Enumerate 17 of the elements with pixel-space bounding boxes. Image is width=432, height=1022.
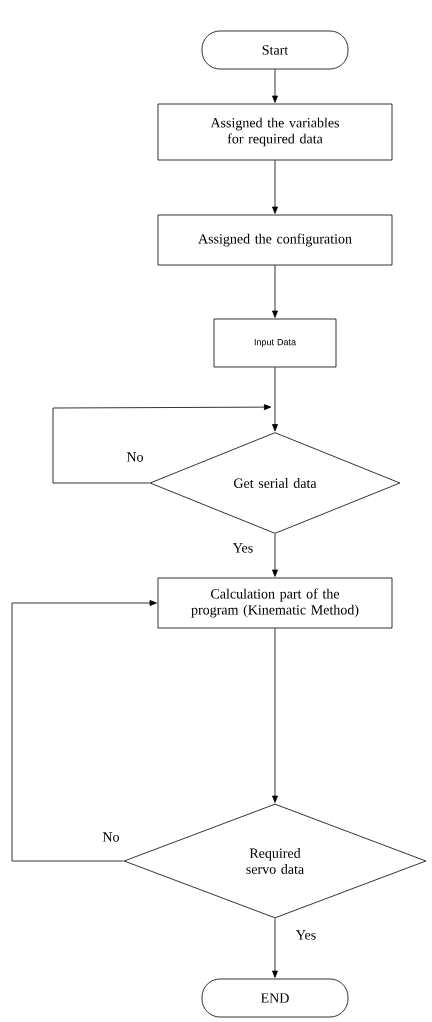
arrow [272,533,278,577]
edge-label: No [125,451,145,463]
arrow [11,600,157,862]
process-box: Assigned the configuration [157,214,393,266]
edge-label: No [101,831,121,843]
arrow [272,69,278,103]
edge-label: Yes [231,542,255,554]
arrow [52,404,272,484]
process-box: Input Data [213,318,337,368]
arrow [272,160,278,214]
edge-label: Yes [294,929,318,941]
arrow [272,628,278,803]
arrow [272,918,278,978]
arrow [272,265,278,318]
process-box: Assigned the variables for required data [157,103,393,161]
arrow [272,367,278,432]
process-box: Calculation part of the program (Kinematic Method) [157,577,393,629]
